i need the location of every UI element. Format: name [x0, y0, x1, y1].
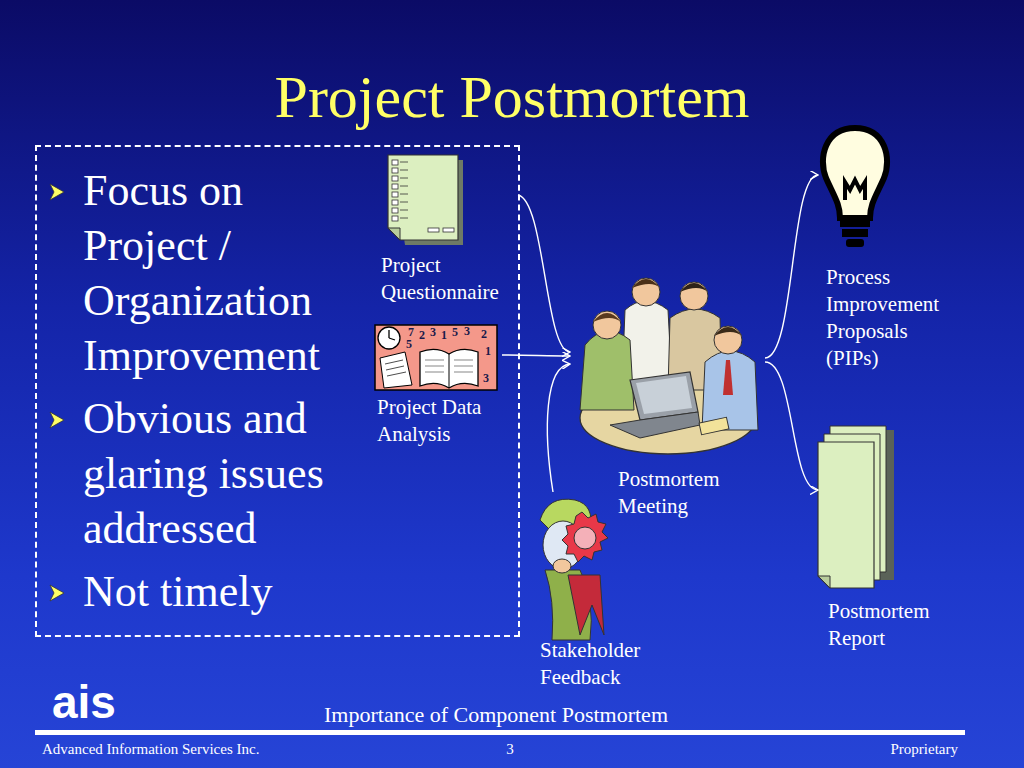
stakeholder-icon	[540, 499, 608, 640]
bullet-marker	[49, 411, 65, 429]
icon-digit: 2	[481, 328, 487, 342]
flow-connector	[547, 364, 570, 492]
node-caption: Process Improvement Proposals (PIPs)	[826, 264, 954, 372]
bullet-marker	[49, 584, 65, 602]
report-node: Postmortem Report	[818, 422, 948, 656]
meeting-icon	[580, 278, 758, 454]
flow-connector	[765, 362, 818, 490]
report-icon	[818, 426, 894, 588]
icon-digit: 5	[406, 338, 412, 352]
node-caption: Postmortem Meeting	[618, 466, 736, 520]
data-analysis-node: Project Data Analysis	[372, 322, 502, 452]
bullet-text: Obvious and glaring issues addressed	[83, 391, 351, 556]
company-logo: ais	[52, 676, 116, 729]
flow-connector	[502, 355, 570, 356]
icon-digit: 3	[430, 326, 436, 340]
icon-digit: 3	[464, 325, 470, 339]
icon-digit: 1	[485, 345, 491, 359]
proprietary-mark: Proprietary	[800, 741, 958, 758]
meeting-node: Postmortem Meeting	[570, 262, 765, 524]
bullet-panel: Focus on Project / Organization Improvem…	[35, 145, 520, 637]
icon-digit: 5	[452, 326, 458, 340]
slide-title: Project Postmortem	[0, 62, 1024, 132]
lightbulb-icon	[823, 128, 887, 247]
questionnaire-node: Project Questionnaire	[378, 150, 518, 310]
data-analysis-icon	[375, 325, 497, 390]
bullet-item: Focus on Project / Organization Improvem…	[83, 163, 351, 383]
stakeholder-node: Stakeholder Feedback	[535, 492, 657, 695]
node-caption: Postmortem Report	[828, 598, 946, 652]
bullet-list: Focus on Project / Organization Improvem…	[83, 163, 351, 627]
bullet-marker	[49, 183, 65, 201]
flow-connector	[765, 175, 818, 358]
questionnaire-icon	[388, 155, 463, 245]
flow-connector	[518, 195, 570, 352]
icon-digit: 3	[483, 372, 489, 386]
icon-digit: 1	[441, 329, 447, 343]
node-caption: Stakeholder Feedback	[540, 637, 655, 691]
pip-node: Process Improvement Proposals (PIPs)	[818, 122, 956, 376]
bullet-item: Not timely	[83, 564, 351, 619]
company-name: Advanced Information Services Inc.	[42, 741, 259, 758]
footer-rule	[35, 730, 965, 735]
bullet-item: Obvious and glaring issues addressed	[83, 391, 351, 556]
node-caption: Project Data Analysis	[377, 394, 497, 448]
footer-subtitle: Importance of Component Postmortem	[276, 702, 716, 727]
bullet-text: Not timely	[83, 564, 351, 619]
icon-digit: 2	[419, 329, 425, 343]
page-number: 3	[490, 741, 530, 758]
bullet-text: Focus on Project / Organization Improvem…	[83, 163, 351, 383]
node-caption: Project Questionnaire	[381, 252, 516, 306]
